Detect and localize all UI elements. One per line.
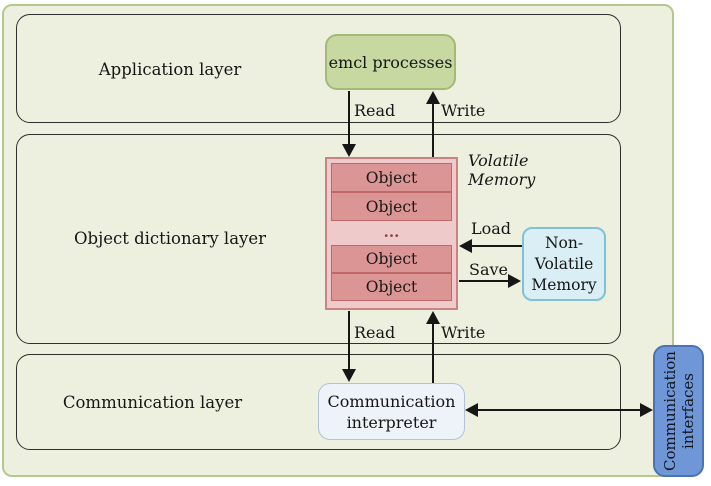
save-arrowhead-icon [508, 274, 521, 288]
read-top-label: Read [354, 101, 396, 120]
application-layer-label: Application layer [98, 60, 242, 79]
object-row-label: Object [365, 278, 418, 296]
read-bottom-arrowhead-icon [342, 369, 356, 382]
write-bottom-arrow-line [432, 323, 434, 383]
emcl-processes-node: emcl processes [325, 34, 456, 90]
interfaces-right-arrowhead-icon [640, 403, 653, 417]
save-label: Save [469, 260, 509, 279]
load-arrowhead-icon [459, 239, 472, 253]
communication-layer-box [16, 354, 621, 450]
save-arrow-line [459, 280, 510, 282]
write-bottom-label: Write [441, 323, 486, 342]
object-row-label: Object [365, 168, 418, 187]
read-top-arrowhead-icon [342, 144, 356, 157]
load-arrow-line [470, 245, 522, 247]
object-row: Object [331, 163, 452, 192]
read-top-arrow-line [348, 91, 350, 146]
interfaces-left-arrowhead-icon [465, 403, 478, 417]
object-row-label: Object [365, 197, 418, 216]
object-dictionary-layer-label: Object dictionary layer [73, 229, 266, 248]
write-top-arrowhead-icon [426, 91, 440, 104]
write-bottom-arrowhead-icon [426, 311, 440, 324]
load-label: Load [471, 219, 512, 238]
object-row: Object [331, 192, 452, 221]
communication-interfaces-label: Communication interfaces [660, 351, 697, 471]
emcl-processes-label: emcl processes [328, 52, 453, 72]
read-bottom-arrow-line [348, 311, 350, 371]
write-top-arrow-line [432, 103, 434, 157]
volatile-memory-label: Volatile Memory [468, 151, 536, 189]
object-row: Object [331, 273, 452, 301]
communication-interpreter-node: Communication interpreter [318, 383, 465, 440]
interfaces-arrow-line [477, 409, 642, 411]
non-volatile-memory-node: Non- Volatile Memory [522, 227, 606, 301]
object-row: Object [331, 245, 452, 273]
object-dictionary-layer-box [16, 134, 621, 344]
object-row-label: Object [365, 250, 418, 268]
communication-interfaces-node: Communication interfaces [653, 345, 704, 477]
object-row-ellipsis: ... [383, 223, 400, 241]
application-layer-box [16, 14, 621, 123]
object-stack: Object Object ... Object Object [325, 157, 458, 310]
communication-layer-label: Communication layer [62, 393, 243, 412]
read-bottom-label: Read [354, 323, 396, 342]
write-top-label: Write [441, 101, 486, 120]
